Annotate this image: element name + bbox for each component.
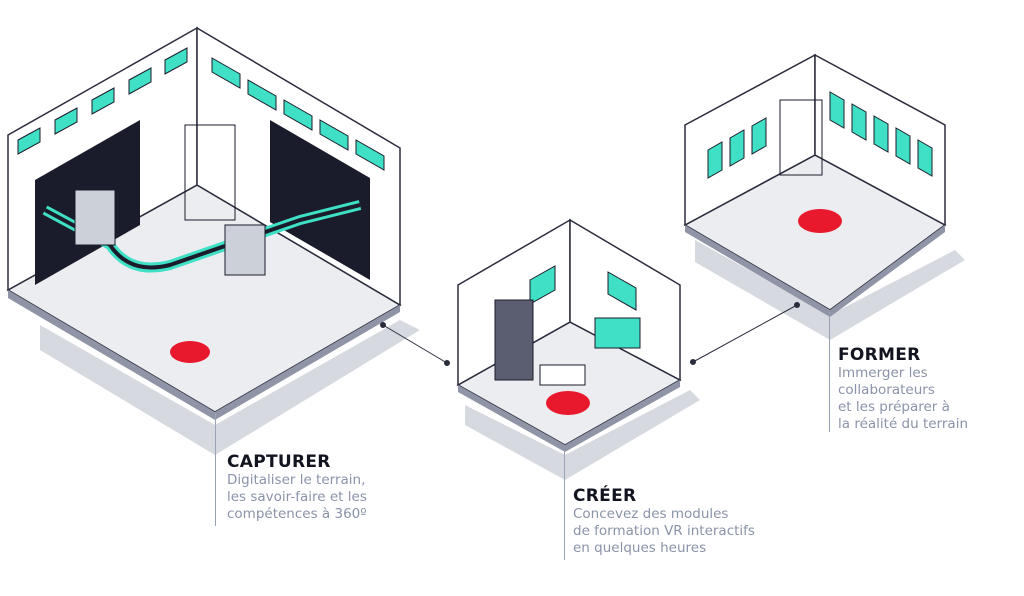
- step-description: Immerger les collaborateurs et les prépa…: [838, 365, 968, 432]
- room-train-shadow: [695, 240, 965, 340]
- position-marker: [546, 391, 590, 415]
- step-title: CRÉER: [573, 486, 637, 506]
- connector-create-train: [690, 302, 800, 365]
- room-capture: [6, 26, 402, 420]
- room-capture-shadow: [40, 320, 420, 455]
- create-leader-line: [564, 450, 565, 560]
- connector-capture-create: [380, 322, 450, 366]
- step-description: Digitaliser le terrain, les savoir-faire…: [227, 472, 367, 522]
- step-train: FORMER Immerger les collaborateurs et le…: [838, 345, 968, 433]
- step-description: Concevez des modules de formation VR int…: [573, 506, 755, 556]
- train-leader-line: [829, 312, 830, 432]
- step-title: FORMER: [838, 345, 921, 365]
- position-marker: [170, 341, 210, 363]
- room-create-shadow: [465, 390, 700, 480]
- room-train: [683, 53, 947, 317]
- capture-leader-line: [215, 412, 216, 526]
- step-capture: CAPTURER Digitaliser le terrain, les sav…: [227, 452, 367, 523]
- step-title: CAPTURER: [227, 452, 331, 472]
- position-marker: [798, 209, 842, 233]
- step-create: CRÉER Concevez des modules de formation …: [573, 486, 755, 557]
- room-create: [456, 218, 682, 452]
